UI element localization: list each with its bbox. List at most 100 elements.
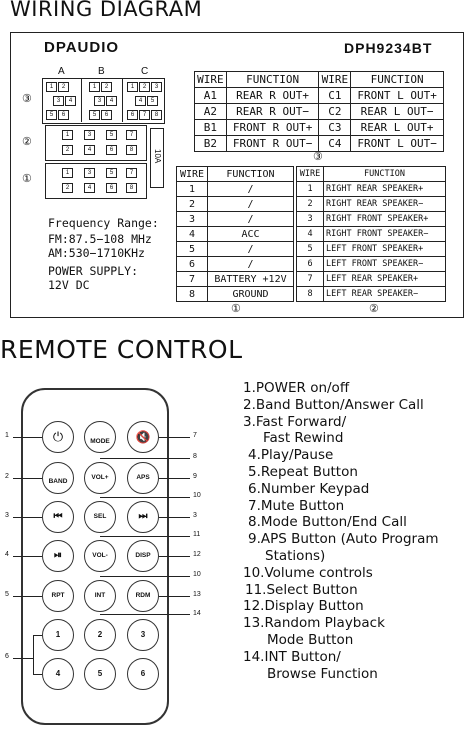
- connector-pin: 3: [151, 82, 162, 92]
- number-2-button[interactable]: 2: [84, 619, 116, 651]
- function-cell: RIGHT FRONT SPEAKER+: [323, 211, 446, 227]
- table-row: B1 FRONT R OUT+ C3 REAR L OUT+: [194, 119, 444, 136]
- legend-item: 5.Repeat Button: [248, 463, 358, 480]
- callout-8: 8: [193, 453, 197, 460]
- legend-item: 14.INT Button/: [243, 648, 341, 665]
- wire-table-abc: WIRE FUNCTION WIRE FUNCTION A1 REAR R OU…: [194, 71, 444, 152]
- function-cell: REAR L OUT+: [350, 119, 444, 136]
- callout-line: [100, 458, 190, 459]
- number-6-button[interactable]: 6: [127, 658, 159, 690]
- prev-button[interactable]: ⏮: [42, 501, 74, 533]
- function-cell: FRONT R OUT−: [225, 135, 320, 152]
- function-header: FUNCTION: [350, 71, 444, 88]
- callout-line: [13, 517, 42, 518]
- freq-label: Frequency Range:: [48, 216, 159, 230]
- band-button[interactable]: BAND: [42, 462, 74, 494]
- marker-one-table: ①: [231, 303, 241, 315]
- mute-button[interactable]: 🔇: [127, 421, 159, 453]
- vol-down-button[interactable]: VOL-: [84, 540, 116, 572]
- function-cell: /: [207, 181, 294, 197]
- function-cell: LEFT REAR SPEAKER−: [323, 286, 446, 302]
- table-row: B2 FRONT R OUT− C4 FRONT L OUT−: [194, 135, 444, 152]
- rpt-button[interactable]: RPT: [42, 580, 74, 612]
- function-cell: /: [207, 256, 294, 272]
- int-button[interactable]: INT: [84, 580, 116, 612]
- wire-header: WIRE: [318, 71, 352, 88]
- wire-cell: 3: [296, 211, 324, 227]
- aps-button[interactable]: APS: [127, 462, 159, 494]
- connector-pin: 4: [65, 96, 76, 106]
- mode-button[interactable]: MODE: [84, 421, 116, 453]
- wiring-diagram-title: WIRING DIAGRAM: [10, 0, 203, 21]
- connector-label-b: B: [98, 66, 105, 77]
- remote-legend: 1.POWER on/off 2.Band Button/Answer Call…: [243, 380, 439, 682]
- connector-abc: 1 2 1 2 1 2 3 3 4 3 4 4 5 5 6 5 6 6 7 8: [42, 78, 165, 124]
- wire-cell: 7: [176, 271, 208, 287]
- legend-item: 9.APS Button (Auto Program: [248, 531, 439, 548]
- connector-pin: 3: [94, 96, 105, 106]
- power-button[interactable]: ⏻: [42, 421, 74, 453]
- power-label: POWER SUPPLY:: [48, 264, 139, 278]
- connector-pin: 6: [106, 145, 117, 155]
- callout-3b: 3: [193, 512, 197, 519]
- function-cell: REAR L OUT−: [350, 103, 444, 120]
- callout-10b: 10: [193, 571, 201, 578]
- function-cell: LEFT FRONT SPEAKER−: [323, 256, 446, 272]
- model-number: DPH9234BT: [344, 40, 433, 56]
- legend-item: 1.POWER on/off: [243, 380, 350, 396]
- fuse-holder: 10A: [150, 128, 164, 188]
- callout-line: [159, 517, 190, 518]
- callout-13: 13: [193, 591, 201, 598]
- wire-cell: 5: [176, 241, 208, 257]
- rdm-button[interactable]: RDM: [127, 580, 159, 612]
- callout-line: [33, 674, 42, 675]
- wire-header: WIRE: [296, 166, 324, 182]
- connector-pin: 5: [46, 110, 57, 120]
- wire-cell: 7: [296, 271, 324, 287]
- callout-line: [13, 437, 42, 438]
- callout-line: [13, 478, 42, 479]
- connector-pin: 8: [126, 183, 137, 193]
- table-row: 3/: [176, 211, 294, 227]
- disp-button[interactable]: DISP: [127, 540, 159, 572]
- number-4-button[interactable]: 4: [42, 658, 74, 690]
- number-5-button[interactable]: 5: [84, 658, 116, 690]
- marker-two: ②: [22, 136, 32, 148]
- callout-10a: 10: [193, 492, 201, 499]
- connector-pin: 7: [139, 110, 150, 120]
- callout-12: 12: [193, 551, 201, 558]
- wire-cell: 3: [176, 211, 208, 227]
- connector-pin: 7: [126, 168, 137, 178]
- wire-header: WIRE: [194, 71, 227, 88]
- function-header: FUNCTION: [225, 71, 320, 88]
- wire-cell: A1: [194, 87, 227, 104]
- connector-pin: 5: [106, 168, 117, 178]
- function-cell: ACC: [207, 226, 294, 242]
- connector-label-a: A: [58, 66, 65, 77]
- callout-line: [100, 614, 190, 615]
- wire-cell: 6: [176, 256, 208, 272]
- wire-cell: 2: [176, 196, 208, 212]
- callout-11: 11: [193, 531, 201, 538]
- function-header: FUNCTION: [207, 166, 294, 182]
- wire-cell: B1: [194, 119, 227, 136]
- sel-button[interactable]: SEL: [84, 501, 116, 533]
- wire-cell: B2: [194, 135, 227, 152]
- spec-info: Frequency Range: FM:87.5−108 MHz AM:530−…: [48, 216, 159, 292]
- play-pause-button[interactable]: ⏯: [42, 540, 74, 572]
- connector-pin: 1: [62, 130, 73, 140]
- vol-up-button[interactable]: VOL+: [84, 462, 116, 494]
- connector-pin: 2: [58, 82, 69, 92]
- legend-item: Browse Function: [267, 665, 378, 682]
- connector-two: 1 3 5 7 2 4 6 8: [45, 125, 147, 161]
- connector-pin: 5: [106, 130, 117, 140]
- connector-pin: 4: [84, 183, 95, 193]
- fuse-label: 10A: [153, 149, 162, 164]
- callout-line: [100, 497, 190, 498]
- callout-6: 6: [5, 653, 9, 660]
- next-button[interactable]: ⏭: [127, 501, 159, 533]
- number-1-button[interactable]: 1: [42, 619, 74, 651]
- number-3-button[interactable]: 3: [127, 619, 159, 651]
